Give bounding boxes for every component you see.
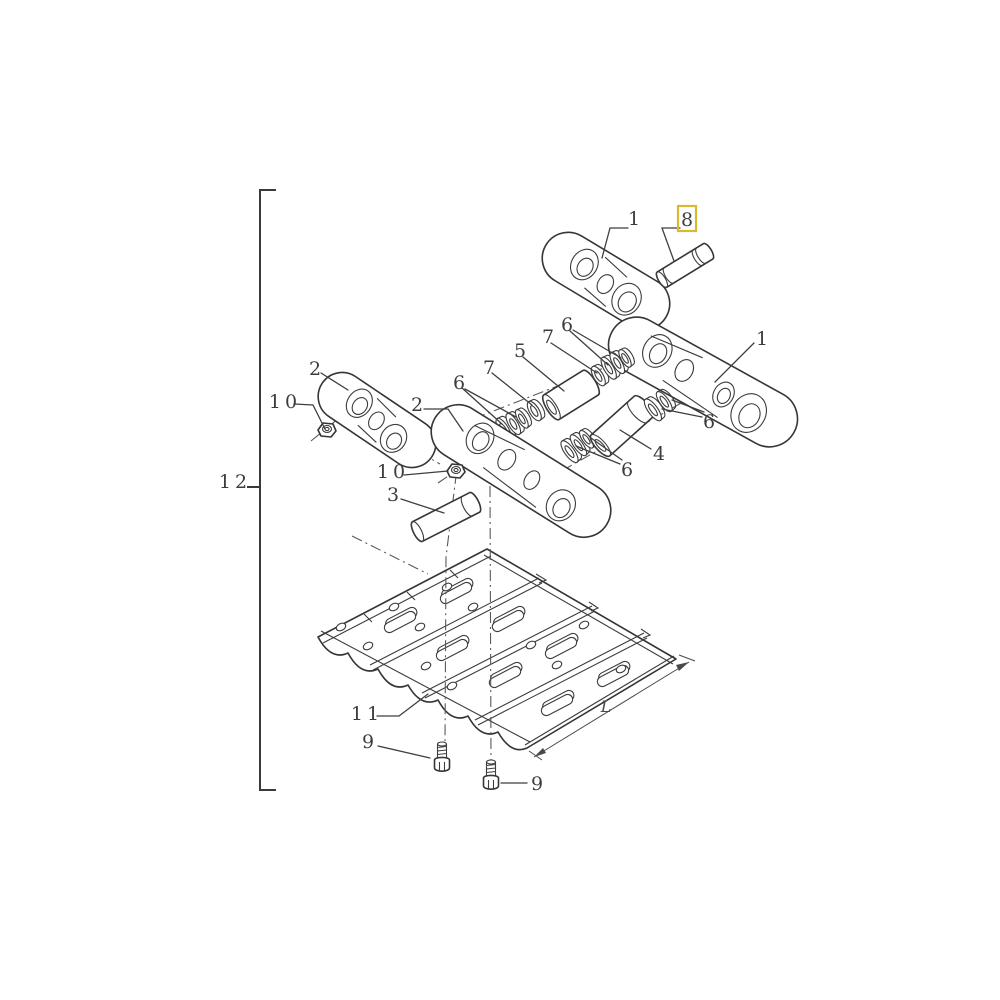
- callout-6-upper[interactable]: 6: [561, 314, 573, 336]
- callout-4[interactable]: 4: [653, 443, 665, 465]
- spacer-ring-7-left: [526, 398, 546, 422]
- pin-3: [410, 491, 482, 543]
- callout-11[interactable]: 11: [351, 703, 383, 725]
- callout-2-left[interactable]: 2: [309, 358, 321, 380]
- callout-7-left[interactable]: 7: [483, 357, 495, 379]
- callout-6-lower[interactable]: 6: [621, 459, 633, 481]
- master-pin-8: [655, 242, 715, 289]
- track-link-1-right: [607, 316, 799, 448]
- plate-ribs: [369, 573, 652, 726]
- callout-labels: 1 8 1 6 7 5 7 6 2 10 2 10 3 4 6 6 12 11 …: [219, 204, 768, 795]
- callout-2-mid[interactable]: 2: [411, 394, 423, 416]
- callout-9-left[interactable]: 9: [362, 731, 374, 753]
- dimension-L: [528, 654, 696, 761]
- callout-12[interactable]: 12: [219, 471, 251, 493]
- bushing-5: [541, 369, 601, 421]
- leader-lines: [293, 227, 755, 784]
- callout-9-right[interactable]: 9: [531, 773, 543, 795]
- nut-10-left: [317, 422, 337, 438]
- bolt-9-left: [433, 741, 451, 772]
- track-link-2-left: [317, 371, 437, 469]
- group-bracket: [247, 189, 276, 791]
- callout-5[interactable]: 5: [514, 340, 526, 362]
- highlight-box[interactable]: [676, 204, 698, 233]
- callout-1-top[interactable]: 1: [628, 208, 640, 230]
- seal-group-6-right: [643, 388, 677, 422]
- track-link-2-mid: [430, 404, 612, 538]
- callout-10-left[interactable]: 10: [269, 391, 301, 413]
- pin-4: [589, 394, 655, 458]
- callout-8[interactable]: 8: [681, 209, 693, 231]
- callout-1-right[interactable]: 1: [756, 328, 768, 350]
- track-link-1-top: [541, 231, 671, 331]
- callout-7-upper[interactable]: 7: [542, 326, 554, 348]
- callout-3[interactable]: 3: [387, 484, 399, 506]
- callout-10-mid[interactable]: 10: [377, 461, 409, 483]
- track-shoe-plate: [317, 548, 677, 751]
- dimension-label: L: [600, 697, 612, 716]
- nut-10-mid: [446, 463, 466, 479]
- bolt-9-right: [482, 759, 500, 790]
- callout-6-right[interactable]: 6: [703, 411, 715, 433]
- callout-6-left[interactable]: 6: [453, 372, 465, 394]
- plate-holes: [335, 582, 627, 691]
